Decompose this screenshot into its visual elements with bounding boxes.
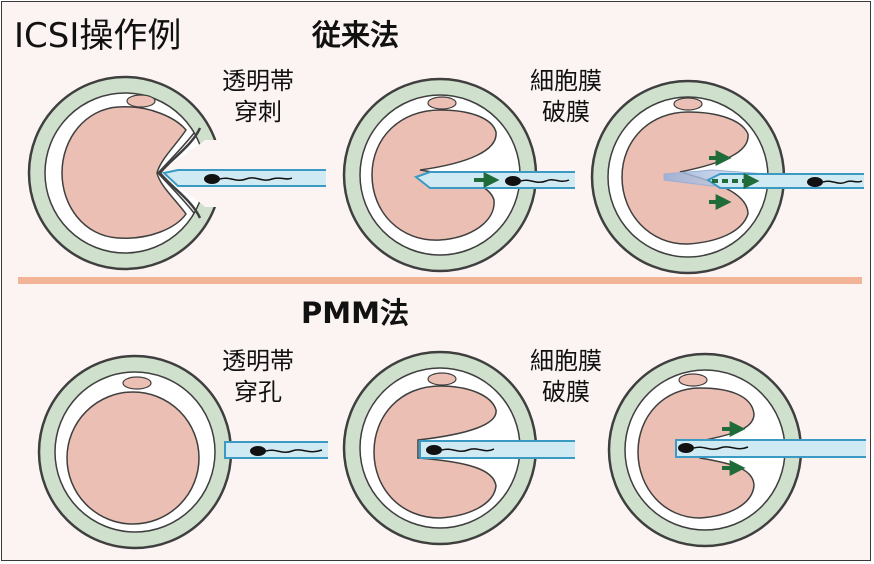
ooplasm xyxy=(66,391,200,525)
ooplasm xyxy=(373,385,497,519)
sperm-tail xyxy=(219,177,293,182)
polar-body xyxy=(427,96,457,110)
sperm-tail xyxy=(693,446,749,451)
sperm-tail xyxy=(520,178,570,184)
sperm-tail xyxy=(822,180,863,185)
injection-pipette xyxy=(161,169,326,187)
caption-line: 穿孔 xyxy=(234,378,282,406)
caption-line: 破膜 xyxy=(542,98,590,126)
egg-conv-2 xyxy=(342,77,575,273)
polar-body xyxy=(126,94,156,108)
polar-body xyxy=(673,97,703,111)
egg-pmm-3 xyxy=(607,352,866,548)
caption-line: 穿刺 xyxy=(234,98,282,126)
caption-line: 破膜 xyxy=(542,378,590,406)
caption-line: 細胞膜 xyxy=(530,67,602,95)
injection-pipette xyxy=(224,441,328,459)
polar-body xyxy=(122,376,152,390)
caption-pmm-step2: 細胞膜 破膜 xyxy=(516,346,616,408)
polar-body xyxy=(678,373,708,387)
injection-pipette xyxy=(419,440,575,459)
caption-line: 透明帯 xyxy=(222,67,294,95)
sperm-head xyxy=(505,176,521,186)
sperm-head xyxy=(426,445,442,455)
section-title-conventional: 従来法 xyxy=(312,18,400,52)
caption-line: 透明帯 xyxy=(222,347,294,375)
figure-title: ICSI操作例 xyxy=(14,16,182,56)
sperm-tail xyxy=(265,449,323,454)
section-divider xyxy=(18,277,862,284)
caption-conv-step1: 透明帯 穿刺 xyxy=(208,66,308,128)
section-title-pmm: PMM法 xyxy=(301,296,409,330)
caption-conv-step2: 細胞膜 破膜 xyxy=(516,66,616,128)
polar-body xyxy=(427,372,457,386)
egg-pmm-1 xyxy=(37,354,328,550)
injection-pipette xyxy=(706,173,864,189)
ooplasm xyxy=(61,106,187,239)
sperm-head xyxy=(678,443,694,453)
sperm-head xyxy=(807,177,823,187)
sperm-head xyxy=(250,446,266,456)
egg-pmm-2 xyxy=(342,350,575,546)
caption-line: 細胞膜 xyxy=(530,347,602,375)
egg-conv-1 xyxy=(27,75,326,271)
egg-conv-3 xyxy=(590,79,864,275)
caption-pmm-step1: 透明帯 穿孔 xyxy=(208,346,308,408)
sperm-tail xyxy=(441,448,495,453)
sperm-head xyxy=(204,174,220,184)
injection-pipette xyxy=(675,439,866,458)
